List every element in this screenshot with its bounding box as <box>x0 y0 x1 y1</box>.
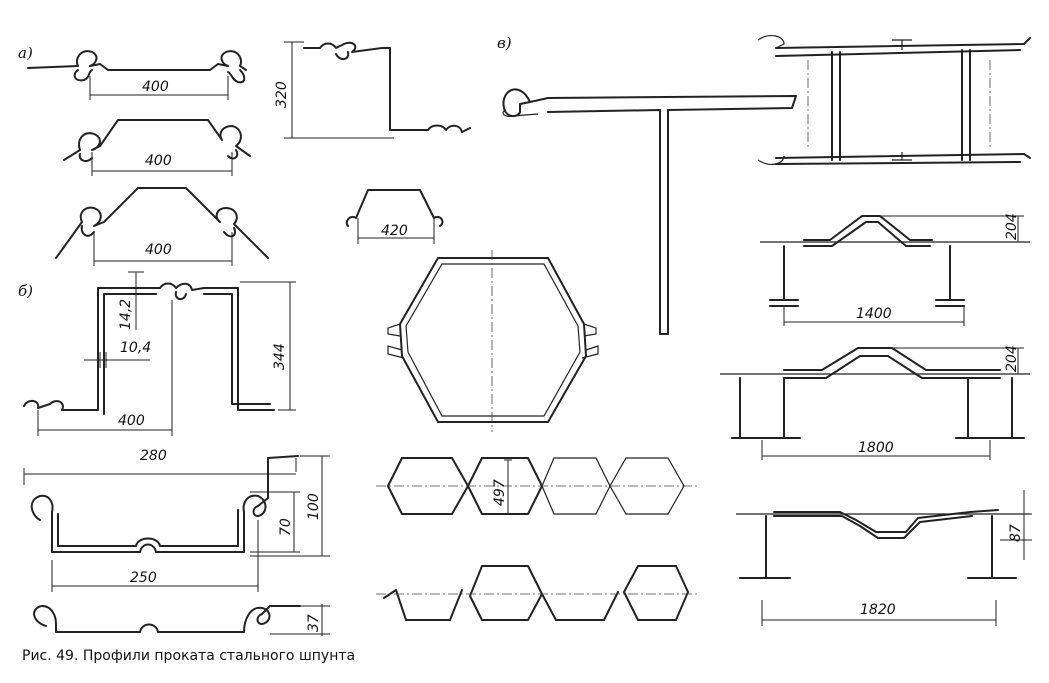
profile-z-320: 320 <box>274 41 471 139</box>
dim-z-height: 320 <box>274 81 290 108</box>
profile-hex-row: 497 <box>376 457 700 515</box>
dim-u-width: 420 <box>381 223 408 239</box>
profile-u-420: 420 <box>345 189 444 244</box>
dim-b-width: 400 <box>118 413 145 429</box>
profile-hex-cell <box>387 250 599 432</box>
dim-v3-height: 87 <box>1008 524 1024 542</box>
dim-trough-height: 100 <box>306 493 322 520</box>
dim-b-flange: 14,2 <box>118 299 134 330</box>
dim-b-height: 344 <box>272 343 288 370</box>
dim-a2-width: 400 <box>145 153 172 169</box>
profile-trough: 280 250 70 100 <box>23 448 330 592</box>
dim-b-web: 10,4 <box>120 340 151 356</box>
dim-flat-height: 37 <box>306 614 322 632</box>
profile-v-tee <box>502 88 797 335</box>
dim-v2-width: 1800 <box>858 440 894 456</box>
dim-v2-height: 204 <box>1004 345 1020 372</box>
profile-v-frame <box>757 35 1031 165</box>
section-label-v: в) <box>497 34 512 52</box>
profile-b-box: 14,2 10,4 344 400 <box>23 271 296 436</box>
section-label-a: а) <box>18 44 33 62</box>
dim-v3-width: 1820 <box>860 602 896 618</box>
dim-trough-top: 280 <box>140 448 167 464</box>
profile-v-1800: 204 1800 <box>720 345 1030 460</box>
dim-a1-width: 400 <box>142 79 169 95</box>
dim-a3-width: 400 <box>145 242 172 258</box>
dim-trough-inner: 70 <box>278 518 294 536</box>
profile-a1: 400 <box>27 50 247 100</box>
profile-a2: 400 <box>63 119 251 176</box>
dim-hex-height: 497 <box>492 479 508 506</box>
dim-v1-height: 204 <box>1004 213 1020 240</box>
profile-flat: 37 <box>33 604 330 636</box>
dim-trough-bottom: 250 <box>130 570 157 586</box>
figure-caption: Рис. 49. Профили проката стального шпунт… <box>22 648 356 664</box>
profile-v-1820: 87 1820 <box>736 490 1032 626</box>
section-label-b: б) <box>18 282 33 300</box>
profile-a3: 400 <box>55 187 269 266</box>
profile-v-1400: 204 1400 <box>760 213 1030 326</box>
dim-v1-width: 1400 <box>856 306 892 322</box>
profile-open-hex-row <box>376 565 700 621</box>
